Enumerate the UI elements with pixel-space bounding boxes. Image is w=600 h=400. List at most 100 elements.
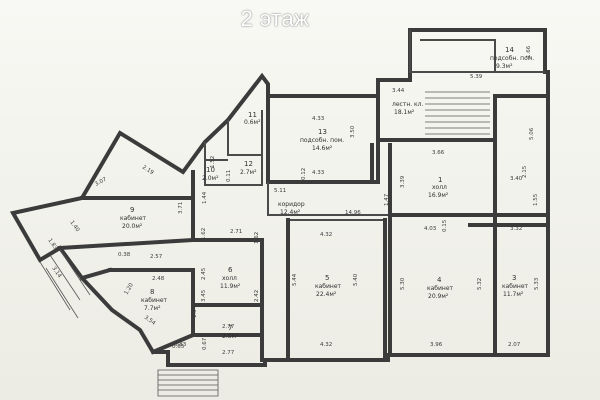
room-9-area: 20.0м² xyxy=(122,223,143,230)
stairs-left xyxy=(39,249,91,319)
dimension-label: 2.71 xyxy=(230,229,242,235)
dimension-labels: 1.66 5.39 3.44 5.06 4.33 3.50 4.33 3.66 … xyxy=(46,45,540,356)
corridor-area: 12.4м² xyxy=(280,209,301,216)
dimension-label: 2.19 xyxy=(141,165,155,177)
dimension-label: 5.33 xyxy=(534,277,540,290)
dimension-label: 4.32 xyxy=(320,232,332,238)
dimension-label: 2.42 xyxy=(254,290,260,302)
room-8-number: 8 xyxy=(150,288,154,296)
room-5-name: кабинет xyxy=(315,283,342,290)
dimension-label: 4.03 xyxy=(424,226,437,232)
corridor-name: коридор xyxy=(278,201,305,208)
room-7-number: 7 xyxy=(228,324,232,332)
room-3-area: 11.7м² xyxy=(503,291,524,298)
dimension-label: 0.67 xyxy=(202,337,208,350)
dimension-label: 3.07 xyxy=(94,176,108,187)
room-10-area: 2.0м² xyxy=(202,175,219,182)
room14-wall xyxy=(409,30,545,73)
floor-title: 2 этаж xyxy=(240,6,310,31)
room8-wall xyxy=(79,267,195,355)
room-3-name: кабинет xyxy=(502,283,529,290)
room-9-name: кабинет xyxy=(120,215,147,222)
dimension-label: 0.38 xyxy=(118,252,131,258)
dimension-label: 5.06 xyxy=(529,127,535,140)
room-5-number: 5 xyxy=(325,274,329,282)
dimension-label: 1.52 xyxy=(210,156,216,168)
dimension-label: 2.77 xyxy=(222,324,235,330)
dimension-label: 5.40 xyxy=(353,273,359,286)
dimension-label: 0.83 xyxy=(174,342,187,348)
room-11-area: 0.6м² xyxy=(244,119,261,126)
dimension-label: 0.15 xyxy=(442,219,448,232)
room-5-area: 22.4м² xyxy=(316,291,337,298)
dimension-label: 1.20 xyxy=(124,282,136,296)
dimension-label: 2.57 xyxy=(150,254,163,260)
dimension-label: 3.54 xyxy=(143,315,157,327)
room4-wall xyxy=(388,213,547,357)
stairs-bottom xyxy=(157,369,219,397)
room-4-area: 20.9м² xyxy=(428,293,449,300)
room-8-name: кабинет xyxy=(141,297,168,304)
dimension-label: 5.44 xyxy=(292,273,298,286)
dimension-label: 2.07 xyxy=(508,342,521,348)
room-14-number: 14 xyxy=(505,46,514,54)
room-labels: 14 подсобн. пом. 9.3м² лестн. кл. 18.1м²… xyxy=(120,46,534,340)
dimension-label: 0.11 xyxy=(226,170,232,182)
room-1-area: 16.9м² xyxy=(428,192,449,199)
room-9-number: 9 xyxy=(130,206,134,214)
corridor-wall xyxy=(267,182,390,221)
room-13-number: 13 xyxy=(318,128,327,136)
room-8-area: 7.7м² xyxy=(144,305,161,312)
dimension-label: 2.15 xyxy=(522,165,528,178)
dimension-label: 3.44 xyxy=(392,88,405,94)
dimension-label: 1.66 xyxy=(526,45,532,58)
room-13-area: 14.6м² xyxy=(312,145,333,152)
dimension-label: 1.47 xyxy=(384,193,390,206)
room-12-number: 12 xyxy=(244,160,253,168)
dimension-label: 2.77 xyxy=(222,350,235,356)
dimension-label: 3.45 xyxy=(201,289,207,302)
room5-wall xyxy=(286,218,387,362)
room-6-area: 11.9м² xyxy=(220,283,241,290)
room-4-name: кабинет xyxy=(427,285,454,292)
dimension-label: 1.44 xyxy=(202,191,208,204)
dimension-label: 5.11 xyxy=(274,188,286,194)
outer-wall xyxy=(9,28,550,367)
stairwell-name: лестн. кл. xyxy=(392,101,424,108)
dimension-label: 14.96 xyxy=(345,210,361,216)
dimension-label: 3.40 xyxy=(510,176,523,182)
room9-wall xyxy=(57,170,195,251)
room-12-area: 2.7м² xyxy=(240,169,257,176)
dimension-label: 3.50 xyxy=(350,125,356,138)
room-1-number: 1 xyxy=(438,176,442,184)
dimension-label: 3.32 xyxy=(510,226,522,232)
dimension-label: 4.32 xyxy=(320,342,332,348)
room-14-name: подсобн. пом. xyxy=(490,55,534,62)
dimension-label: 1.62 xyxy=(254,232,260,244)
dimension-label: 0.65 xyxy=(172,344,185,350)
wc-walls xyxy=(204,110,263,186)
stairwell-area: 18.1м² xyxy=(394,109,415,116)
room-13-name: подсобн. пом. xyxy=(300,137,344,144)
room-11-number: 11 xyxy=(248,111,257,119)
dimension-label: 5.30 xyxy=(400,277,406,290)
dimension-label: 5.39 xyxy=(470,74,483,80)
room-6-number: 6 xyxy=(228,266,233,274)
room-10-number: 10 xyxy=(206,166,215,174)
room-6-name: холл xyxy=(222,275,237,282)
room-1-name: холл xyxy=(432,184,447,191)
dimension-label: 3.96 xyxy=(430,342,443,348)
walls xyxy=(9,28,550,367)
room-3-number: 3 xyxy=(512,274,516,282)
dimension-label: 4.33 xyxy=(312,170,325,176)
dimension-label: 2.45 xyxy=(201,267,207,280)
dimension-label: 1.40 xyxy=(68,220,80,234)
dimension-label: 1.62 xyxy=(201,228,207,240)
dimension-label: 5.32 xyxy=(477,278,483,290)
dimension-label: 1.34 xyxy=(192,305,198,318)
dimension-label: 3.71 xyxy=(178,202,184,214)
hall6-wall xyxy=(191,238,264,362)
dimension-label: 0.12 xyxy=(301,168,307,180)
